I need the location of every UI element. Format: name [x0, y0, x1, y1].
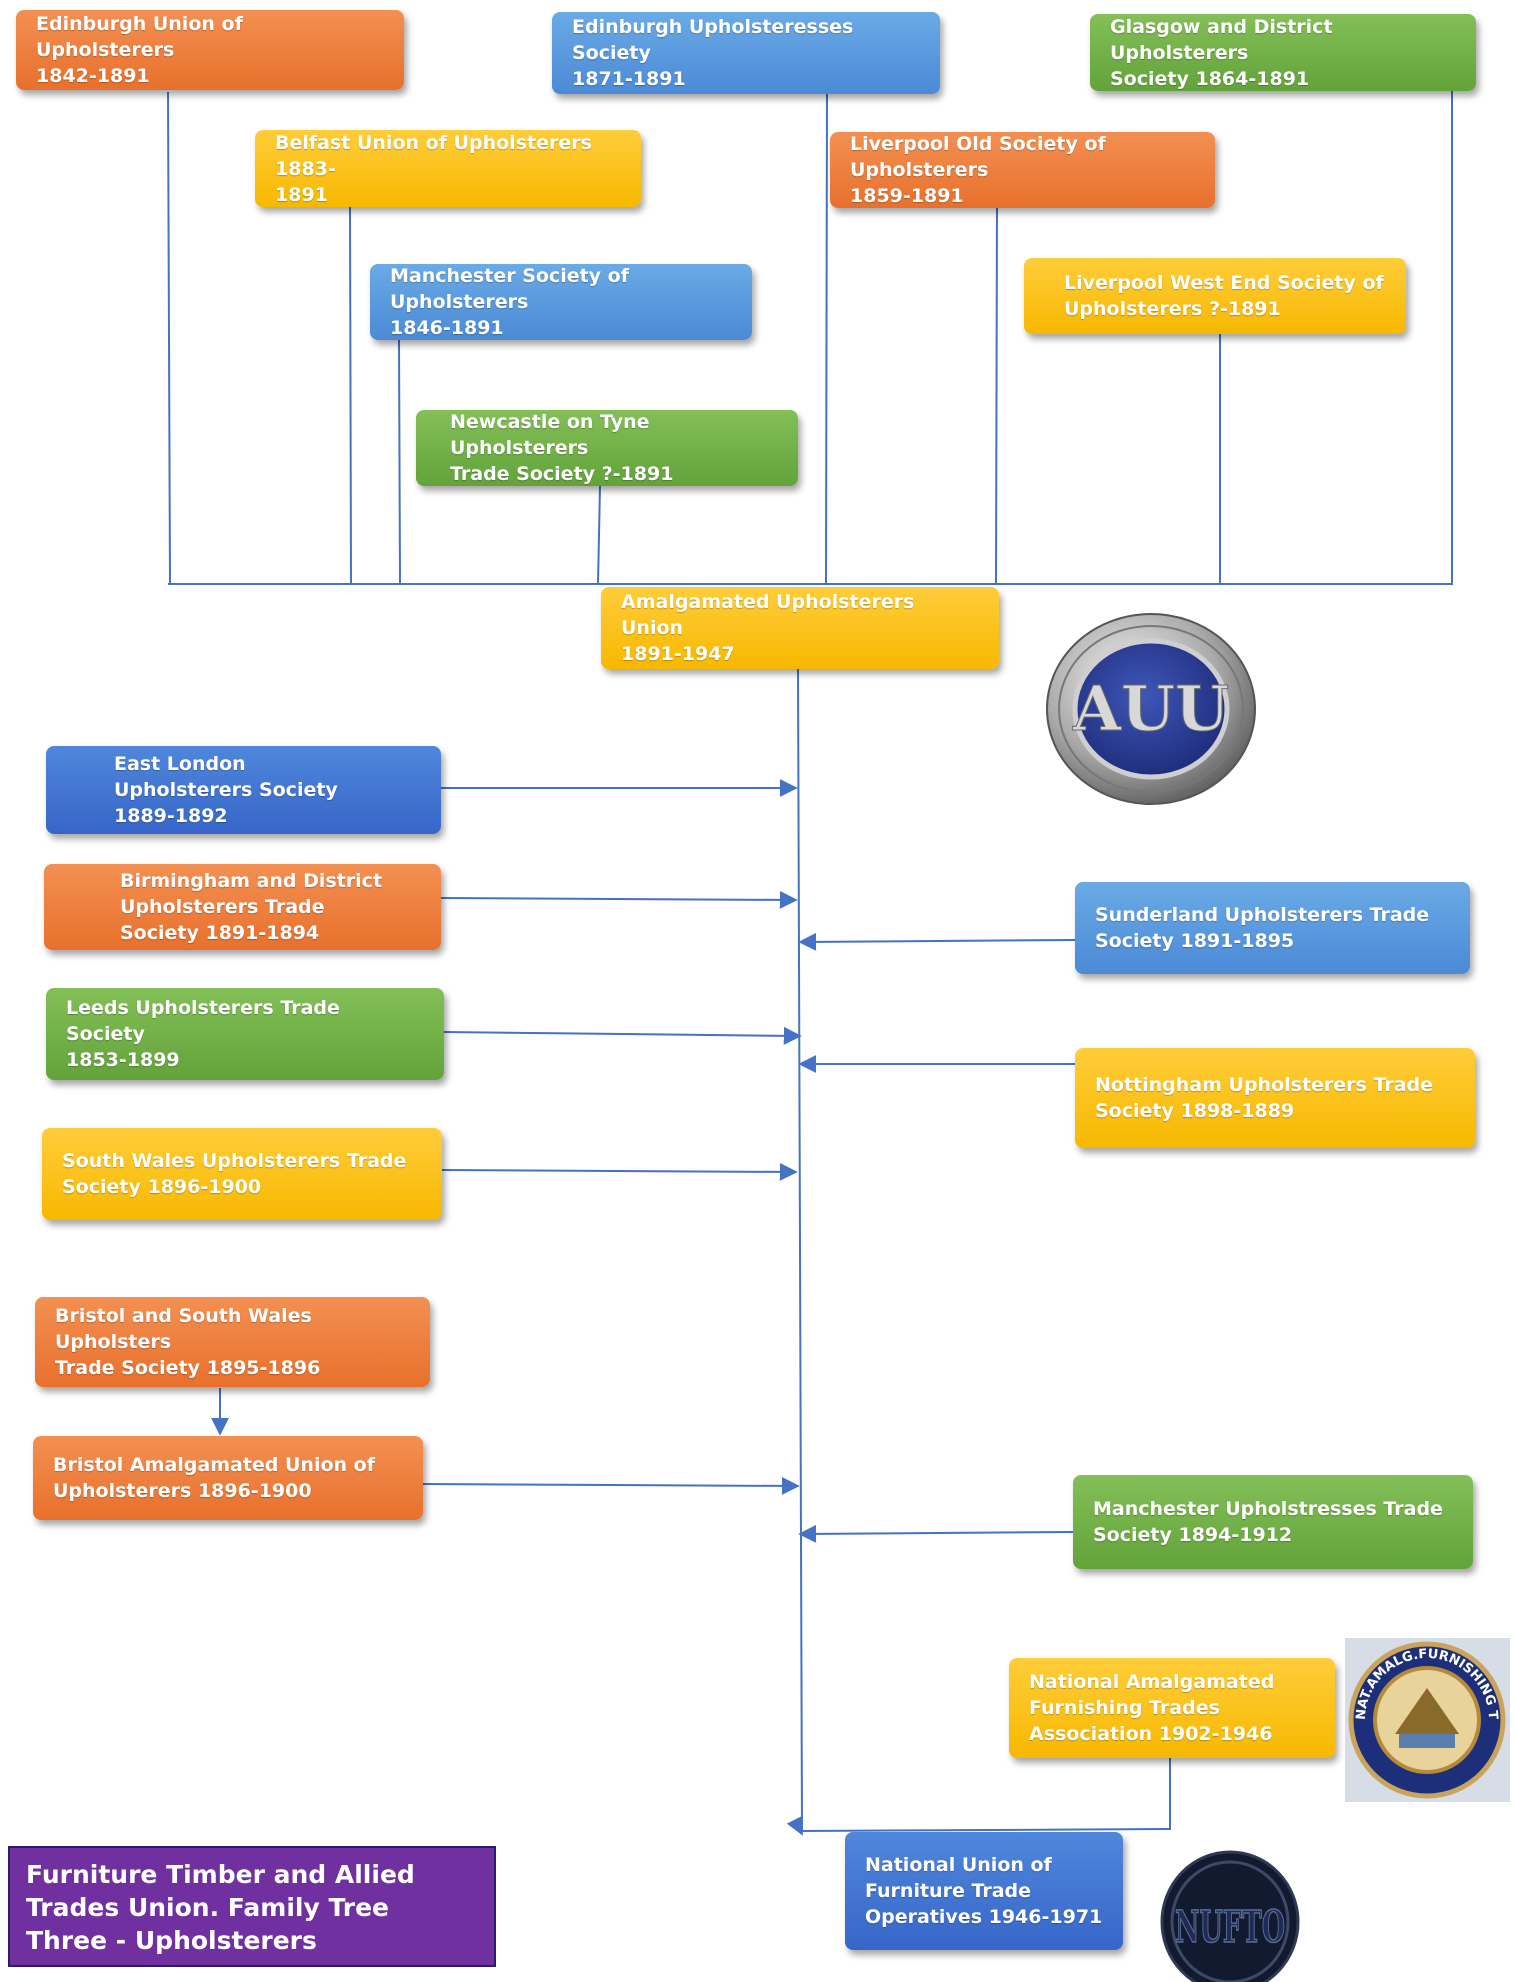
node-newcastle: Newcastle on Tyne Upholsterers Trade Soc… [416, 410, 798, 486]
node-birmingham: Birmingham and District Upholsterers Tra… [44, 864, 441, 950]
node-sunderland: Sunderland Upholsterers Trade Society 18… [1075, 882, 1470, 974]
node-manchester-upholstresses: Manchester Upholstresses Trade Society 1… [1073, 1475, 1473, 1569]
node-belfast: Belfast Union of Upholsterers 1883- 1891 [255, 130, 641, 207]
nufto-badge-text: NUFTO [1175, 1902, 1285, 1953]
node-label: Belfast Union of Upholsterers 1883- 1891 [275, 131, 592, 206]
auu-badge-icon: AUU [1046, 613, 1256, 805]
node-label: South Wales Upholsterers Trade Society 1… [62, 1150, 407, 1198]
connector-edinburgh-upholsteresses [825, 93, 828, 585]
node-label: Liverpool Old Society of Upholsterers 18… [850, 133, 1106, 207]
node-label: Amalgamated Upholsterers Union 1891-1947 [621, 591, 915, 665]
node-liverpool-west-end: Liverpool West End Society of Upholstere… [1024, 258, 1406, 334]
connector-belfast [349, 205, 352, 585]
node-label: Liverpool West End Society of Upholstere… [1064, 272, 1384, 320]
arrow-leeds [443, 1026, 802, 1045]
node-edinburgh-union: Edinburgh Union of Upholsterers 1842-189… [16, 10, 404, 90]
node-label: Edinburgh Upholsteresses Society 1871-18… [572, 16, 854, 90]
node-label: Birmingham and District Upholsterers Tra… [120, 870, 383, 944]
arrow-sunderland [798, 932, 1076, 951]
arrow-manchester-upholstresses [798, 1524, 1074, 1543]
node-label: Edinburgh Union of Upholsterers 1842-189… [36, 13, 243, 87]
node-liverpool-old: Liverpool Old Society of Upholsterers 18… [830, 132, 1215, 208]
node-label: Nottingham Upholsterers Trade Society 18… [1095, 1074, 1434, 1122]
node-label: National Amalgamated Furnishing Trades A… [1029, 1671, 1275, 1745]
node-national-amalgamated: National Amalgamated Furnishing Trades A… [1009, 1658, 1335, 1758]
node-label: Bristol and South Wales Upholsters Trade… [55, 1305, 321, 1379]
node-bristol-amalgamated: Bristol Amalgamated Union of Upholsterer… [33, 1436, 423, 1520]
node-leeds: Leeds Upholsterers Trade Society 1853-18… [46, 988, 444, 1080]
node-manchester-society: Manchester Society of Upholsterers 1846-… [370, 264, 752, 340]
arrow-bristol-amalgamated [422, 1476, 800, 1495]
arrow-south-wales [441, 1162, 798, 1181]
diagram-caption: Furniture Timber and Allied Trades Union… [8, 1846, 496, 1967]
node-south-wales: South Wales Upholsterers Trade Society 1… [42, 1128, 442, 1220]
connector-liverpool-old [995, 207, 998, 585]
node-label: East London Upholsterers Society 1889-18… [114, 753, 338, 827]
arrow-birmingham [440, 890, 798, 909]
connector-newcastle [597, 485, 601, 585]
node-label: Leeds Upholsterers Trade Society 1853-18… [66, 997, 340, 1071]
nufto-badge-icon: NUFTO [1160, 1850, 1300, 1982]
node-label: National Union of Furniture Trade Operat… [865, 1854, 1103, 1928]
auu-badge-text: AUU [1072, 672, 1229, 745]
node-amalgamated-upholsterers-union: Amalgamated Upholsterers Union 1891-1947 [601, 587, 999, 669]
node-nufto: National Union of Furniture Trade Operat… [845, 1832, 1123, 1950]
node-label: Newcastle on Tyne Upholsterers Trade Soc… [450, 411, 674, 485]
connector-trunk [797, 668, 803, 1831]
node-label: Manchester Society of Upholsterers 1846-… [390, 265, 629, 339]
node-label: Glasgow and District Upholsterers Societ… [1110, 15, 1333, 90]
node-east-london: East London Upholsterers Society 1889-18… [46, 746, 441, 834]
node-label: Bristol Amalgamated Union of Upholsterer… [53, 1454, 375, 1502]
node-glasgow: Glasgow and District Upholsterers Societ… [1090, 14, 1476, 91]
connector-trunk-foot [799, 1828, 1171, 1832]
node-label: Sunderland Upholsterers Trade Society 18… [1095, 904, 1430, 952]
connector-manchester-society [398, 339, 401, 585]
node-label: Manchester Upholstresses Trade Society 1… [1093, 1498, 1443, 1546]
node-edinburgh-upholsteresses: Edinburgh Upholsteresses Society 1871-18… [552, 12, 940, 94]
nafta-badge-icon: NAT.AMALG.FURNISHING TRADES ASS. [1345, 1638, 1510, 1802]
node-bristol-south-wales: Bristol and South Wales Upholsters Trade… [35, 1297, 430, 1387]
node-nottingham: Nottingham Upholsterers Trade Society 18… [1075, 1048, 1475, 1148]
connector-edinburgh-union [167, 91, 171, 585]
